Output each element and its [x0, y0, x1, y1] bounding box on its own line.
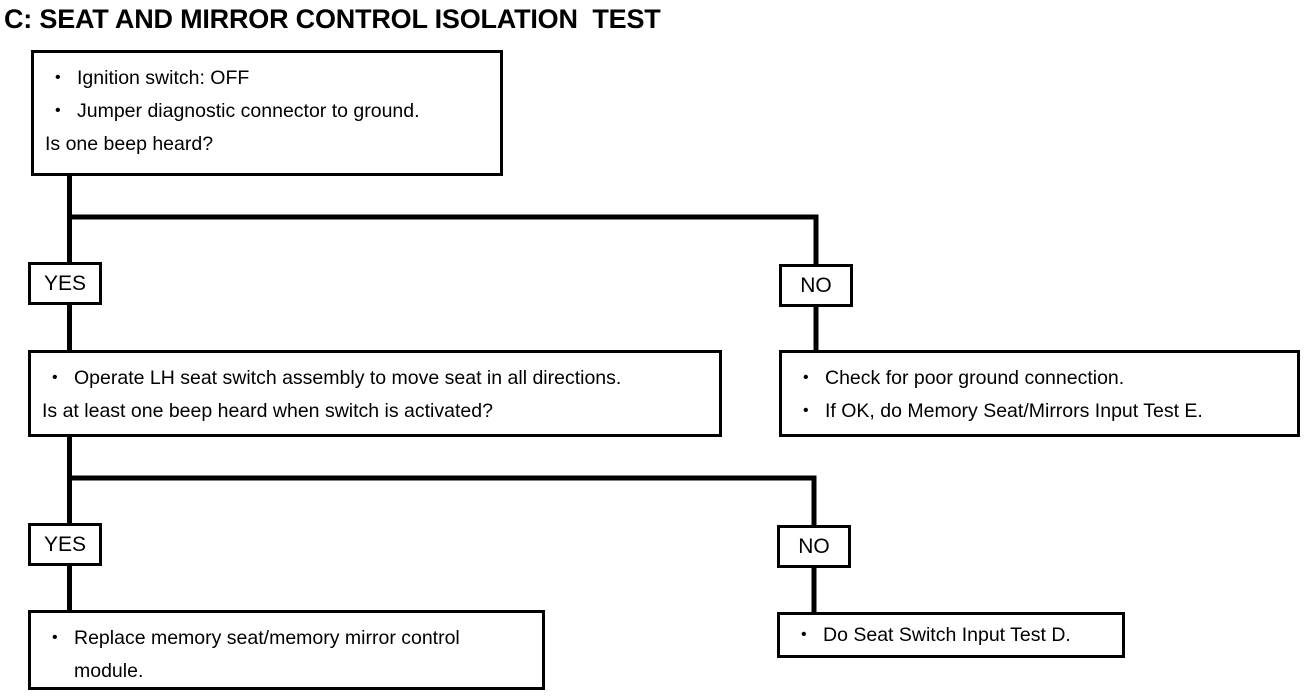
replace-module-bullets: Replace memory seat/memory mirror contro… [39, 621, 534, 688]
yes-text: YES [43, 533, 87, 556]
branch1-yes-label[interactable]: YES [28, 262, 102, 305]
initial-condition-question: Is one beep heard? [45, 133, 214, 155]
replace-module-box: Replace memory seat/memory mirror contro… [28, 610, 545, 690]
list-item: Operate LH seat switch assembly to move … [39, 361, 711, 395]
yes-text: YES [43, 272, 87, 295]
list-item: Ignition switch: OFF [42, 61, 492, 95]
seat-switch-input-test-bullets: Do Seat Switch Input Test D. [788, 618, 1114, 652]
list-item: Check for poor ground connection. [790, 361, 1289, 395]
no-text: NO [800, 274, 832, 297]
operate-lh-seat-switch-bullets: Operate LH seat switch assembly to move … [39, 361, 711, 395]
operate-lh-seat-switch-box: Operate LH seat switch assembly to move … [28, 350, 722, 437]
list-item: Replace memory seat/memory mirror contro… [39, 621, 534, 688]
list-item: Do Seat Switch Input Test D. [788, 618, 1114, 652]
connector-box1-to-no1 [69, 214, 819, 264]
branch2-yes-label[interactable]: YES [28, 523, 102, 566]
initial-condition-box: Ignition switch: OFF Jumper diagnostic c… [31, 50, 503, 176]
no-text: NO [798, 535, 830, 558]
branch1-no-label[interactable]: NO [779, 264, 853, 307]
connector-step2-to-no2 [69, 475, 817, 525]
branch2-no-label[interactable]: NO [777, 525, 851, 568]
check-ground-box: Check for poor ground connection. If OK,… [779, 350, 1300, 437]
list-item: If OK, do Memory Seat/Mirrors Input Test… [790, 394, 1289, 428]
check-ground-bullets: Check for poor ground connection. If OK,… [790, 361, 1289, 428]
operate-lh-seat-switch-question: Is at least one beep heard when switch i… [42, 400, 493, 422]
initial-condition-bullets: Ignition switch: OFF Jumper diagnostic c… [42, 61, 492, 128]
page-title: C: SEAT AND MIRROR CONTROL ISOLATION TES… [4, 4, 661, 34]
list-item: Jumper diagnostic connector to ground. [42, 94, 492, 128]
seat-switch-input-test-box: Do Seat Switch Input Test D. [777, 612, 1125, 658]
